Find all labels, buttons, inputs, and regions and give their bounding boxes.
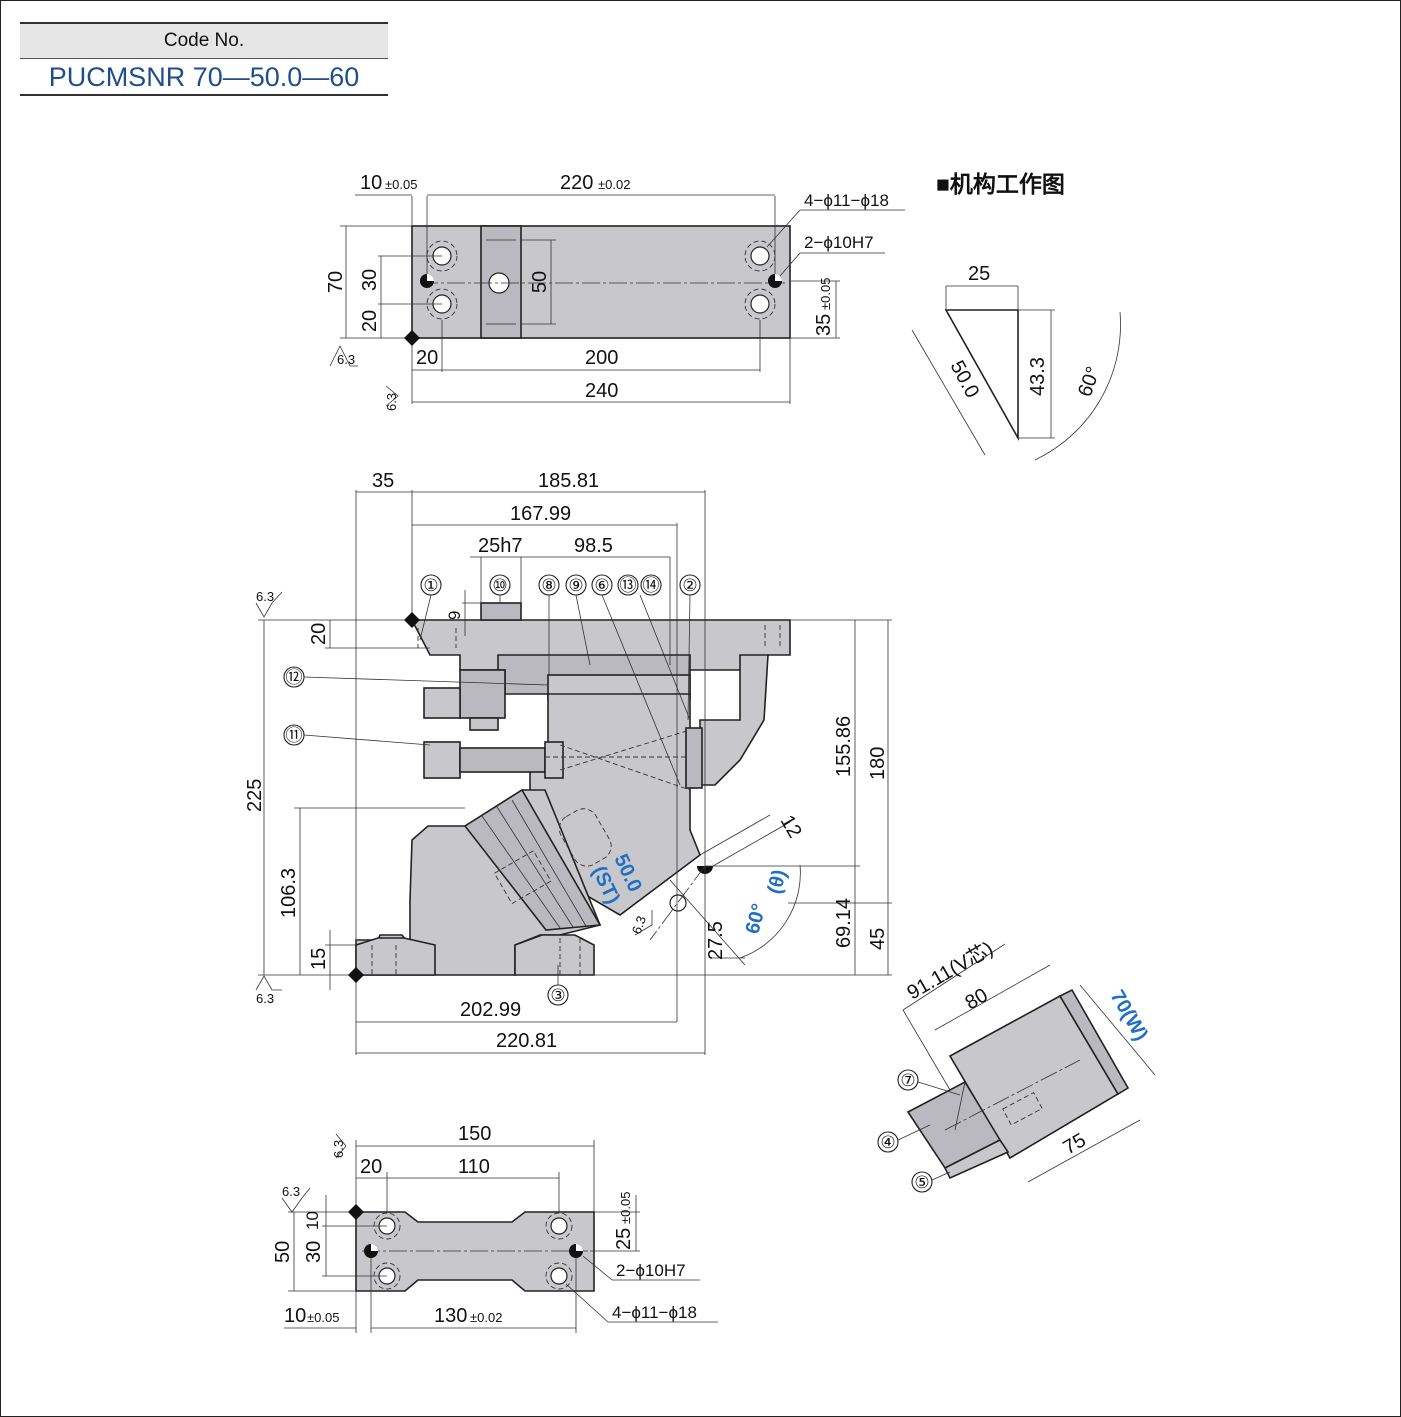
callout-9: ⑨ [568, 576, 583, 595]
callout-6: ⑥ [594, 576, 609, 595]
bv-holes-2: 2−ϕ10H7 [616, 1261, 686, 1280]
bv-dim-50: 50 [272, 1241, 294, 1263]
mech-dim-43: 43.3 [1027, 357, 1049, 396]
bv-dim-25: 25 [613, 1228, 635, 1250]
top-plate [411, 225, 791, 339]
holes-4-label: 4−ϕ11−ϕ18 [804, 191, 889, 210]
fv-dim-27: 27.5 [705, 921, 727, 960]
fv-dim-12: 12 [776, 812, 806, 842]
mech-dim-25: 25 [968, 263, 990, 285]
bottom-view: 150 20 110 25 ±0.05 50 30 10 2−ϕ10H7 4−ϕ… [272, 1123, 718, 1333]
fv-dim-167: 167.99 [510, 503, 571, 525]
dim-50: 50 [529, 271, 551, 293]
fv-dim-45: 45 [867, 928, 889, 950]
guide-rod [547, 674, 691, 696]
bv-dim-20: 20 [360, 1156, 382, 1178]
bv-dim-10b: 10 [284, 1305, 306, 1327]
bv-dim-10b-tol: ±0.05 [307, 1310, 339, 1325]
fv-dim-220: 220.81 [496, 1030, 557, 1052]
rough-top-a: 6.3 [337, 352, 355, 367]
dim-20-side: 20 [359, 310, 381, 332]
callout-12: ⑫ [286, 668, 303, 687]
fv-dim-35: 35 [372, 470, 394, 492]
callout-8: ⑧ [541, 576, 556, 595]
rough-fv-c: 6.3 [629, 914, 649, 936]
fv-angle-label: (θ) [764, 867, 791, 896]
fv-dim-225: 225 [244, 779, 266, 812]
dim-220: 220 [560, 172, 593, 194]
rough-fv-b: 6.3 [256, 991, 274, 1006]
callout-4: ④ [880, 1133, 895, 1152]
mechanism-title: ■机构工作图 [936, 171, 1065, 197]
iso-dim-70w: 70(W) [1106, 987, 1152, 1045]
bv-dim-25-tol: ±0.05 [618, 1192, 633, 1224]
dim-35-tol: ±0.05 [818, 278, 833, 310]
dim-35: 35 [813, 314, 835, 336]
dim-20-bottom: 20 [416, 347, 438, 369]
iso-dim-80: 80 [962, 984, 992, 1014]
callouts: ① ⑩ ⑧ ⑨ ⑥ ⑬ ⑭ ② ⑫ ⑪ ③ [283, 574, 701, 1006]
code-value: PUCMSNR 70—50.0—60 [20, 58, 388, 96]
bv-dim-130: 130 [434, 1305, 467, 1327]
callout-14: ⑭ [643, 576, 660, 595]
fv-dim-202: 202.99 [460, 999, 521, 1021]
fv-dim-155: 155.86 [833, 716, 855, 777]
fv-dim-9: 9 [445, 611, 464, 620]
fv-dim-25h7: 25h7 [478, 535, 523, 557]
dim-200: 200 [585, 347, 618, 369]
iso-view: 91.11(V芯) 80 70(W) 75 ⑦ ④ ⑤ [877, 937, 1156, 1193]
fv-dim-20: 20 [308, 623, 330, 645]
rough-top-b: 6.3 [384, 393, 399, 411]
fv-dim-185: 185.81 [538, 470, 599, 492]
mechanism-diagram: ■机构工作图 25 50.0 43.3 60° [911, 171, 1121, 461]
fv-dim-15: 15 [308, 948, 330, 970]
bv-dim-110: 110 [458, 1156, 490, 1178]
dim-10-tol: ±0.05 [385, 177, 417, 192]
bv-dim-130-tol: ±0.02 [470, 1310, 502, 1325]
dim-30: 30 [359, 269, 381, 291]
callout-7: ⑦ [900, 1071, 915, 1090]
fv-angle: 60° [742, 901, 771, 936]
dim-220-tol: ±0.02 [598, 177, 630, 192]
callout-10: ⑩ [492, 576, 507, 595]
bv-dim-10: 10 [303, 1211, 322, 1230]
iso-dim-75: 75 [1060, 1129, 1090, 1159]
callout-2: ② [682, 576, 697, 595]
callout-5: ⑤ [914, 1173, 929, 1192]
top-view: 10 ±0.05 220 ±0.02 4−ϕ11−ϕ18 2−ϕ10H7 70 … [325, 172, 905, 411]
bv-holes-4: 4−ϕ11−ϕ18 [612, 1303, 697, 1322]
dim-10: 10 [360, 172, 382, 194]
right-bracket [699, 654, 769, 786]
rough-bv-a: 6.3 [331, 1140, 346, 1158]
dim-240: 240 [585, 380, 618, 402]
callout-11: ⑪ [286, 726, 303, 745]
fv-dim-69: 69.14 [833, 898, 855, 948]
rough-bv-b: 6.3 [282, 1184, 300, 1199]
code-label: Code No. [20, 22, 388, 59]
bottom-plate [355, 1211, 595, 1292]
bv-dim-150: 150 [458, 1123, 491, 1145]
front-view: 35 185.81 167.99 25h7 98.5 9 20 225 106.… [244, 470, 892, 1055]
dim-70: 70 [325, 271, 347, 293]
bv-dim-30: 30 [303, 1241, 325, 1263]
fv-dim-106: 106.3 [278, 868, 300, 918]
rough-fv-a: 6.3 [256, 589, 274, 604]
callout-13: ⑬ [620, 576, 637, 595]
fv-dim-98: 98.5 [574, 535, 613, 557]
callout-3: ③ [550, 986, 565, 1005]
mech-angle: 60° [1074, 364, 1105, 400]
cam-slide [463, 788, 602, 931]
fv-dim-180: 180 [867, 747, 889, 780]
top-holes [420, 240, 782, 320]
holes-2-label: 2−ϕ10H7 [804, 233, 874, 252]
callout-1: ① [423, 576, 438, 595]
